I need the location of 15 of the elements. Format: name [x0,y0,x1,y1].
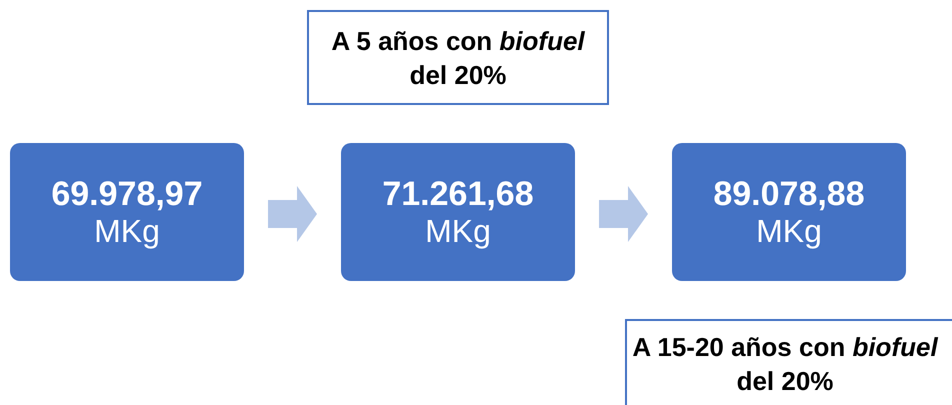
unit-text: MKg [425,213,491,249]
value-box [672,143,906,281]
callout-box [625,319,952,405]
value-box [10,143,244,281]
block-arrow [599,186,648,242]
block-arrow [268,186,317,242]
value-text: 71.261,68 [382,175,534,213]
callout-text: A 5 años con biofuel del 20% [330,24,586,92]
unit-text: MKg [94,213,160,249]
value-box [341,143,575,281]
value-text: 89.078,88 [713,175,865,213]
callout-box [307,10,609,105]
value-text: 69.978,97 [51,175,203,213]
callout-text: A 15-20 años con biofuel del 20% [631,331,940,398]
unit-text: MKg [756,213,822,249]
